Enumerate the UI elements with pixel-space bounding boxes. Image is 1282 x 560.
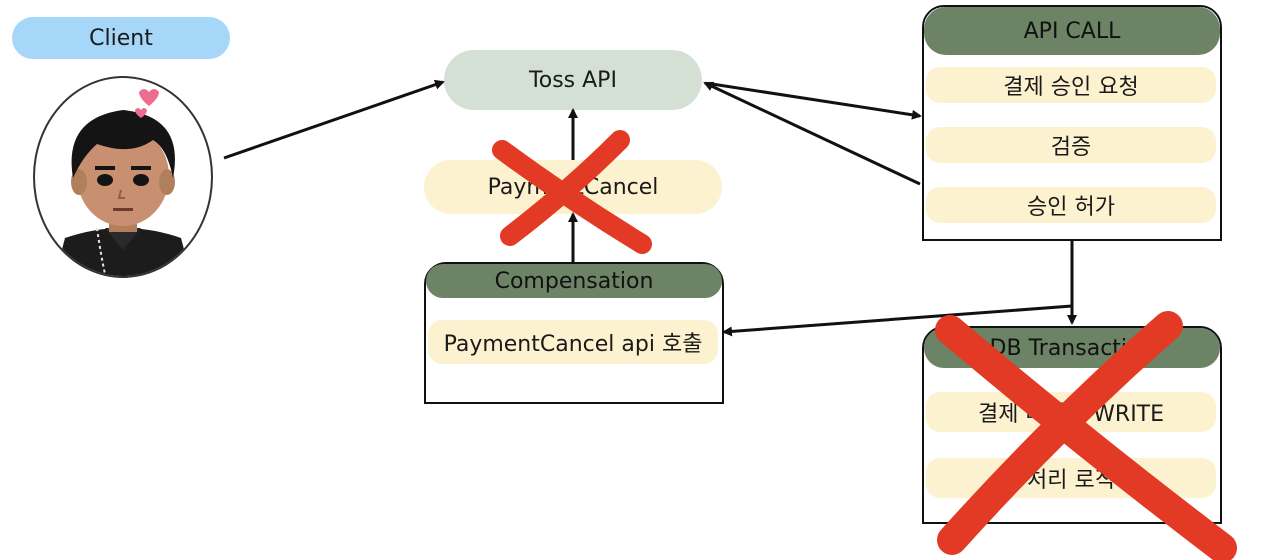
arrow-toss-to-apicall <box>711 82 922 120</box>
api-call-item: 검증 <box>926 127 1216 163</box>
compensation-item: PaymentCancel api 호출 <box>428 320 718 364</box>
api-call-item: 승인 허가 <box>926 187 1216 223</box>
payment-cancel-node: PaymentCancel <box>424 160 722 214</box>
arrow-apicall-to-toss <box>703 81 921 186</box>
api-call-box: API CALL 결제 승인 요청 검증 승인 허가 <box>922 5 1222 241</box>
db-transaction-item: 처리 로직 <box>926 458 1216 498</box>
db-transaction-box: DB Transaction 결제 데이터 WRITE 처리 로직 <box>922 326 1222 524</box>
avatar-illustration <box>55 89 191 276</box>
db-transaction-item: 결제 데이터 WRITE <box>926 392 1216 432</box>
toss-api-node: Toss API <box>444 50 702 110</box>
db-transaction-title: DB Transaction <box>924 328 1220 368</box>
compensation-title: Compensation <box>426 264 722 298</box>
arrow-client-to-toss <box>223 79 445 160</box>
client-label: Client <box>12 17 230 59</box>
compensation-box: Compensation PaymentCancel api 호출 <box>424 262 724 404</box>
api-call-item: 결제 승인 요청 <box>926 67 1216 103</box>
api-call-title: API CALL <box>924 7 1220 55</box>
client-avatar <box>33 76 213 278</box>
